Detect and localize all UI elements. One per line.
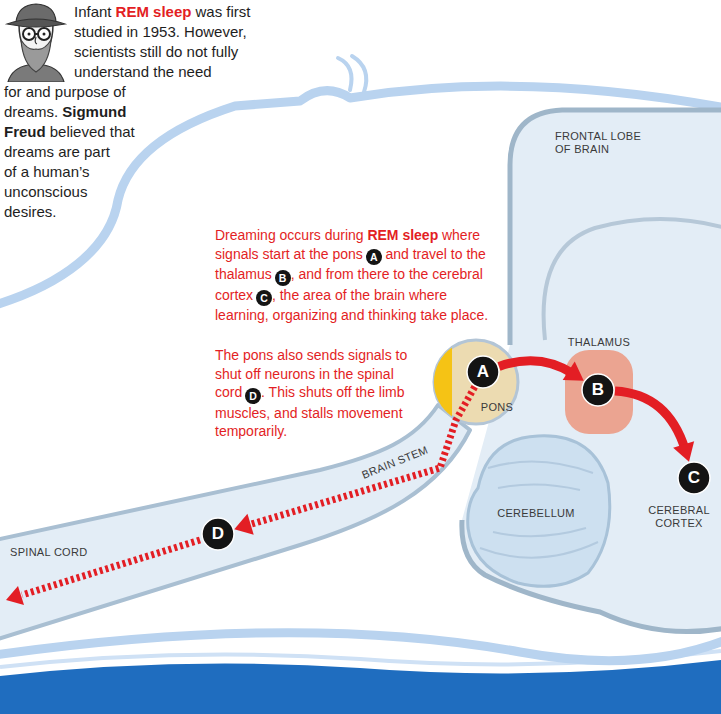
region-label: FRONTAL LOBE OF BRAIN [555,130,641,155]
hat-brim [7,19,65,27]
glasses-lens [23,28,35,40]
body-outline [0,633,721,661]
callout-letter: B [578,373,618,407]
cerebellum-region: CEREBELLUM [458,428,614,593]
glasses-bridge [35,33,38,35]
label-box: CEREBRAL CORTEX [642,504,716,530]
text-holder: CEREBELLUM [476,503,596,521]
freud-caricature [4,2,68,82]
callout-node: C [677,461,711,495]
emphasis-text: REM sleep [116,3,192,20]
text-holder: THALAMUS [560,332,638,350]
callout-node: A [466,355,500,389]
arrow-head [673,441,694,461]
hair-curl [352,56,366,92]
structure-label: SPINAL CORD [10,546,87,558]
dream-paragraph: Dreaming occurs duringREM sleepwhere sig… [215,226,500,325]
eye [43,33,46,36]
callout-node: B [581,373,615,407]
text-holder: PONS [478,397,517,415]
emphasis-text: REM sleep [367,227,438,243]
pons-region: PONS A [432,338,520,426]
arrow-head [234,514,253,535]
structure-label: BRAIN STEM [360,443,430,480]
text-holder: B [578,373,618,407]
frontal-lobe-line [544,219,721,340]
ground-band [0,660,721,714]
callout-letter: C [674,461,714,495]
structure-label: PONS [481,401,513,414]
callout-letter: D [198,517,238,551]
structure-label: CEREBRAL CORTEX [648,504,710,529]
label-box: SPINAL CORD [10,546,110,559]
thalamus-region: THALAMUS B [560,328,638,434]
paragraph-text: , the area of the brain where learning, … [215,287,488,324]
nose [35,37,37,44]
glasses-lens [38,28,50,40]
portrait-holder [4,2,68,82]
structure-label: CEREBELLUM [497,507,575,520]
hair-curl [338,58,352,90]
text-holder: C [674,461,714,495]
intro-text: Infant [74,3,112,20]
label-box: BRAIN STEM [355,441,434,483]
thalamus-shape [565,350,633,434]
intro-paragraph: InfantREM sleepwas first studied in 1953… [4,2,256,262]
callout-letter: D [245,388,261,404]
pons-circle [434,340,518,424]
paragraph-text: Dreaming occurs during [215,227,364,243]
cerebellum-fold [488,462,593,473]
callout-node: D [201,517,235,551]
cerebellum-fold [480,542,598,558]
eye [28,33,31,36]
text-holder: D [198,517,238,551]
beard [21,40,51,72]
callout-letter: A [366,249,382,265]
callout-letter: A [463,355,503,389]
structure-label: THALAMUS [568,336,630,349]
pons-highlight [434,348,452,417]
callout-letter: B [275,270,291,286]
text-holder: A [463,355,503,389]
paragraph-text: . This shuts off the limb muscles, and s… [215,384,405,439]
brain-stem [0,405,470,640]
pons-paragraph: The pons also sends signals to shut off … [215,346,427,496]
spinal-signal-head [6,586,24,605]
label-box: FRONTAL LOBE OF BRAIN [555,130,655,156]
callout-letter: C [256,290,272,306]
cerebellum-fold [498,484,580,490]
cerebellum-fold [493,528,586,536]
cerebellum-shape [468,436,610,587]
